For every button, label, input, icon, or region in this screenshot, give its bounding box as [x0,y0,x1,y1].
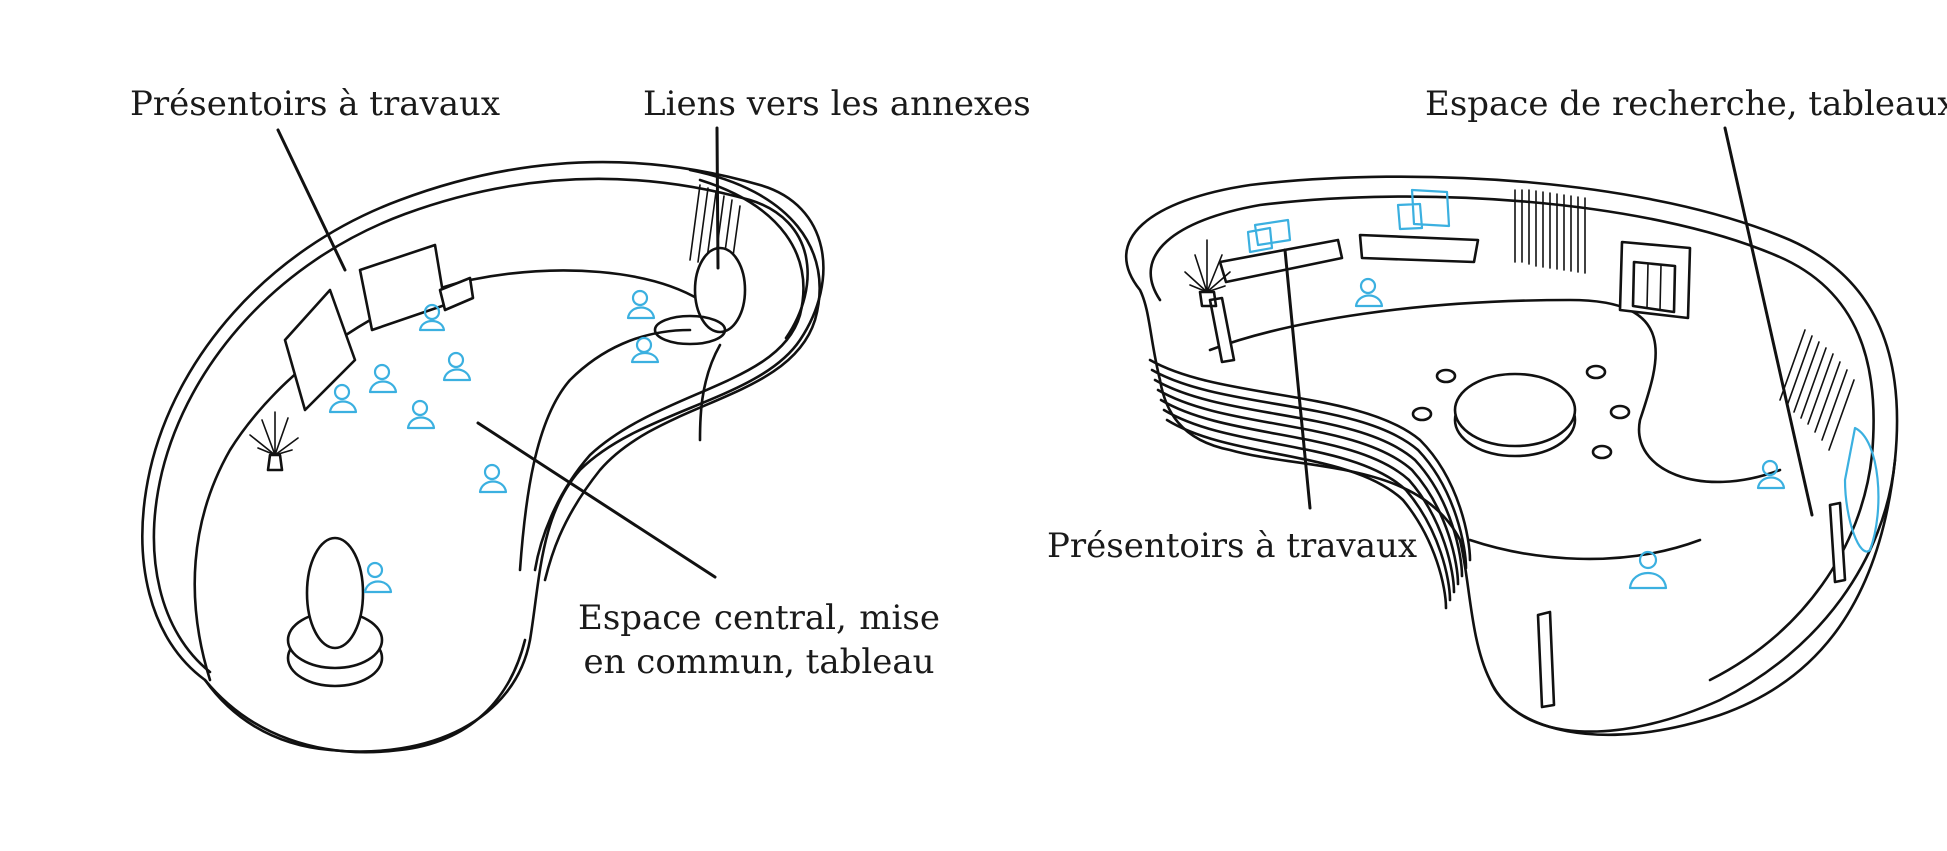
label-right-recherche: Espace de recherche, tableaux [1425,84,1947,124]
right-blue-frame-1 [1246,218,1292,254]
right-plan [1124,126,1899,737]
plant-icon [1184,239,1231,308]
right-wall-hatching-side [1779,329,1855,451]
plant-icon [249,411,299,472]
right-bench-1 [1218,238,1344,284]
person-icon [478,463,508,494]
person-icon [1756,459,1786,490]
door-icon [1618,240,1692,320]
left-ramp-outer [543,168,821,582]
label-left-liens: Liens vers les annexes [643,84,1031,124]
right-stools [1411,364,1631,460]
right-blue-board [1843,426,1880,553]
person-icon [1354,277,1384,308]
person-icon [1628,550,1668,590]
left-leader-liens [715,126,720,270]
left-display-panel-2 [358,243,447,332]
person-icon [626,289,656,320]
right-leader-recherche [1723,126,1814,517]
left-display-panel-3 [438,276,475,312]
left-annex-ellipse [693,246,747,334]
left-table-column [305,536,365,650]
right-wall-hatching-top [1514,189,1586,274]
label-left-presentoirs: Présentoirs à travaux [130,84,501,124]
right-board-2 [1536,610,1556,709]
right-bench-2 [1358,233,1480,264]
left-plan [141,126,825,754]
right-leader-presentoirs [1283,248,1312,510]
right-people [1354,277,1786,590]
label-left-central-line2: en commun, tableau [583,642,935,682]
right-outer-bottom [1488,458,1897,737]
right-outer-wall [1124,175,1899,733]
left-leader-presentoirs [276,128,347,272]
right-table-top [1453,372,1577,448]
left-display-panel-1 [283,288,357,412]
right-stairs [1148,358,1472,610]
right-bench-3 [1208,296,1236,364]
right-outer-wall-inner [1149,195,1875,682]
right-board-1 [1828,501,1847,584]
label-left-central-line1: Espace central, mise [578,598,940,638]
right-floor-edge-2 [1468,538,1702,561]
label-right-presentoirs: Présentoirs à travaux [1047,526,1418,566]
left-annex-base [653,314,727,346]
left-ramp-inner [518,328,692,572]
left-people [328,289,660,594]
left-outer-wall [141,160,825,753]
person-icon [418,303,446,332]
person-icon [363,561,393,594]
left-outer-wall-inner-line [152,177,809,674]
person-icon [630,336,660,364]
label-left-central: Espace central, mise en commun, tableau [578,596,940,684]
right-floor-edge [1208,298,1782,484]
left-leader-central [476,421,717,579]
person-icon [406,399,436,430]
left-ramp-lower [698,343,722,442]
person-icon [328,383,358,414]
left-outer-wall-bottom [203,638,527,754]
person-icon [368,363,398,394]
left-ramp-mid [533,178,805,572]
right-blue-frame-2 [1396,188,1451,231]
person-icon [442,351,472,382]
